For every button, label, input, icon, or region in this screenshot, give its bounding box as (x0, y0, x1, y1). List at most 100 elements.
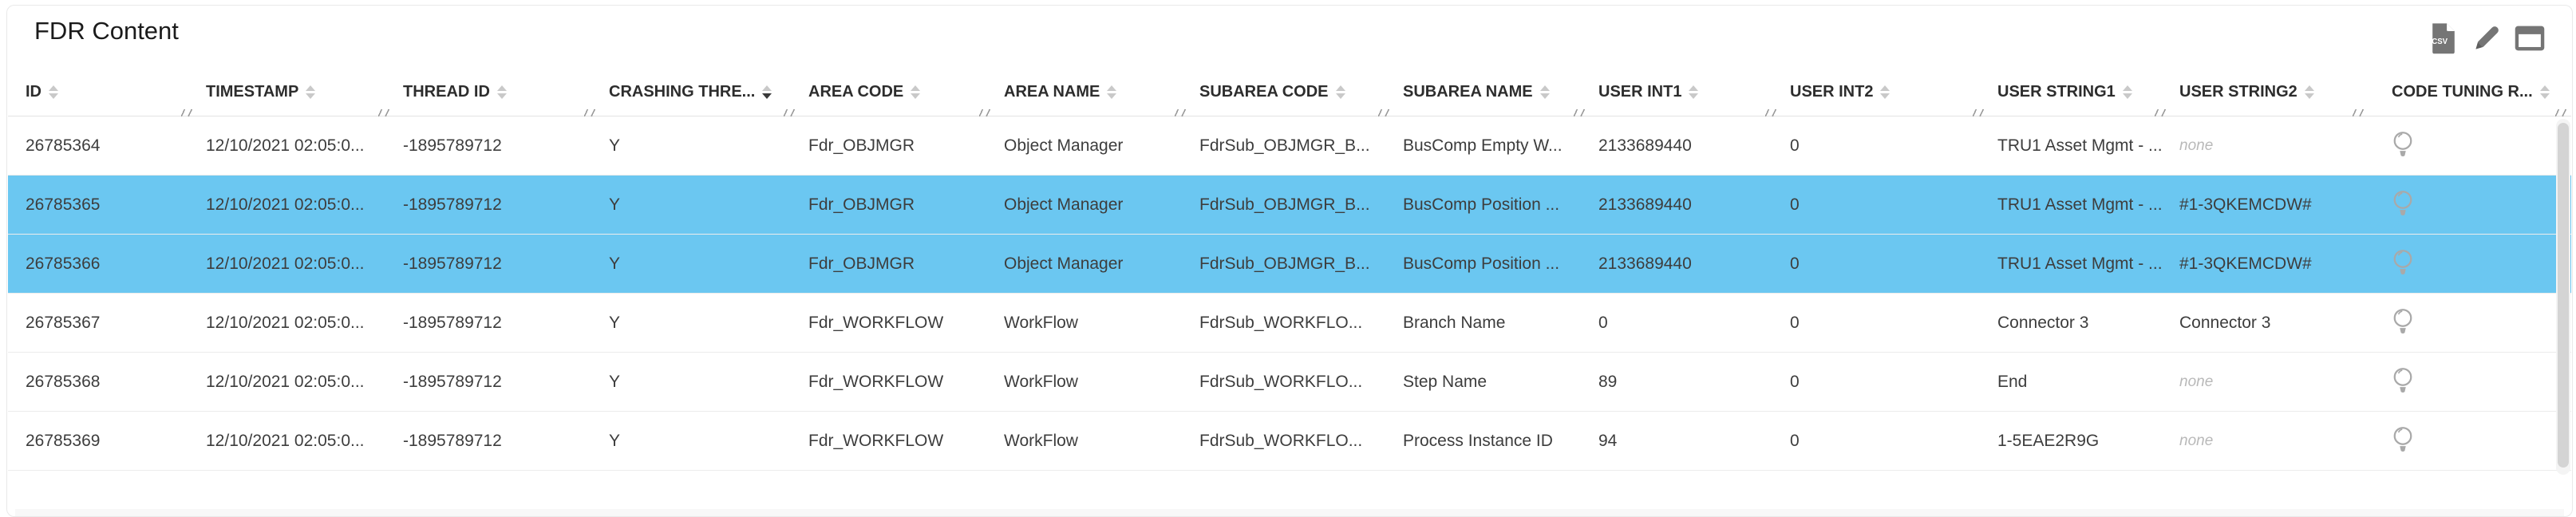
code-tuning-bulb-icon[interactable] (2392, 188, 2414, 222)
fdr-content-panel: FDR Content CSV ID TIMESTAMP THREAD ID (6, 5, 2573, 517)
column-header-user-string2[interactable]: USER STRING2 (2162, 68, 2365, 123)
cell-user-int1: 94 (1598, 431, 1618, 450)
cell-thread-id: -1895789712 (403, 136, 502, 155)
cell-code-tuning (2360, 116, 2562, 175)
cell-area-name: Object Manager (1004, 254, 1124, 273)
cell-user-string2: none (2179, 373, 2214, 390)
sort-icon[interactable] (1880, 85, 1891, 99)
cell-thread-id: -1895789712 (403, 254, 502, 273)
cell-user-string1: Connector 3 (1997, 313, 2089, 332)
cell-timestamp: 12/10/2021 02:05:0... (206, 372, 365, 391)
sort-icon[interactable] (1539, 85, 1550, 99)
column-header-crashing-thread[interactable]: CRASHING THRE... (591, 68, 796, 123)
column-header-label: SUBAREA NAME (1403, 82, 1533, 101)
cell-code-tuning (2360, 176, 2562, 234)
cell-user-int2: 0 (1790, 254, 1800, 273)
column-header-code-tuning[interactable]: CODE TUNING R... (2360, 68, 2567, 123)
open-window-button[interactable] (2515, 23, 2545, 53)
cell-subarea-code: FdrSub_OBJMGR_B... (1199, 254, 1370, 273)
cell-area-name: WorkFlow (1004, 372, 1078, 391)
column-header-area-name[interactable]: AREA NAME (986, 68, 1187, 123)
vertical-scrollbar[interactable] (2556, 119, 2570, 475)
column-header-label: THREAD ID (403, 82, 490, 101)
column-header-label: CODE TUNING R... (2392, 82, 2533, 101)
column-header-id[interactable]: ID (8, 68, 193, 123)
column-header-user-string1[interactable]: USER STRING1 (1980, 68, 2167, 123)
cell-subarea-code: FdrSub_WORKFLO... (1199, 313, 1363, 332)
cell-subarea-code: FdrSub_WORKFLO... (1199, 372, 1363, 391)
cell-user-string2: Connector 3 (2179, 313, 2271, 332)
cell-id: 26785365 (26, 195, 101, 214)
column-header-label: USER INT2 (1790, 82, 1874, 101)
sort-icon[interactable] (911, 85, 921, 99)
cell-user-int1: 89 (1598, 372, 1618, 391)
cell-area-code: Fdr_OBJMGR (808, 254, 915, 273)
cell-subarea-name: Branch Name (1403, 313, 1506, 332)
cell-user-int1: 2133689440 (1598, 136, 1692, 155)
cell-area-name: Object Manager (1004, 195, 1124, 214)
cell-area-name: WorkFlow (1004, 313, 1078, 332)
svg-text:CSV: CSV (2432, 37, 2448, 46)
code-tuning-bulb-icon[interactable] (2392, 365, 2414, 399)
sort-icon[interactable] (49, 85, 58, 99)
code-tuning-bulb-icon[interactable] (2392, 129, 2414, 163)
next-row-peek (15, 509, 2564, 516)
cell-subarea-name: BusComp Position ... (1403, 254, 1560, 273)
cell-crashing-thread: Y (609, 136, 621, 155)
sort-icon[interactable] (306, 85, 316, 99)
export-csv-button[interactable]: CSV (2428, 23, 2459, 54)
cell-code-tuning (2360, 235, 2562, 293)
column-header-label: CRASHING THRE... (609, 82, 756, 101)
cell-user-string1: TRU1 Asset Mgmt - ... (1997, 254, 2162, 273)
cell-user-string1: TRU1 Asset Mgmt - ... (1997, 136, 2162, 155)
column-header-user-int2[interactable]: USER INT2 (1772, 68, 1985, 123)
column-header-subarea-code[interactable]: SUBAREA CODE (1182, 68, 1390, 123)
vertical-scrollbar-thumb[interactable] (2558, 123, 2569, 468)
cell-thread-id: -1895789712 (403, 431, 502, 450)
column-header-timestamp[interactable]: TIMESTAMP (188, 68, 390, 123)
sort-icon[interactable] (1689, 85, 1699, 99)
sort-icon[interactable] (2122, 85, 2132, 99)
column-header-label: USER INT1 (1598, 82, 1682, 101)
table-row[interactable]: 26785365 12/10/2021 02:05:0... -1895789712… (8, 176, 2571, 235)
cell-thread-id: -1895789712 (403, 313, 502, 332)
cell-thread-id: -1895789712 (403, 195, 502, 214)
cell-subarea-code: FdrSub_OBJMGR_B... (1199, 195, 1370, 214)
cell-subarea-name: BusComp Empty W... (1403, 136, 1563, 155)
cell-code-tuning (2360, 412, 2562, 470)
cell-crashing-thread: Y (609, 195, 621, 214)
cell-user-string2: #1-3QKEMCDW# (2179, 195, 2312, 214)
cell-id: 26785366 (26, 254, 101, 273)
cell-crashing-thread: Y (609, 313, 621, 332)
cell-user-string2: #1-3QKEMCDW# (2179, 254, 2312, 273)
column-header-subarea-name[interactable]: SUBAREA NAME (1385, 68, 1586, 123)
sort-icon[interactable] (1107, 85, 1117, 99)
code-tuning-bulb-icon[interactable] (2392, 247, 2414, 281)
edit-button[interactable] (2471, 23, 2502, 53)
pencil-icon (2475, 26, 2499, 49)
cell-user-int1: 2133689440 (1598, 195, 1692, 214)
sort-icon[interactable] (2304, 85, 2314, 99)
column-header-area-code[interactable]: AREA CODE (791, 68, 991, 123)
cell-user-string2: none (2179, 432, 2214, 449)
cell-timestamp: 12/10/2021 02:05:0... (206, 136, 365, 155)
sort-icon[interactable] (1335, 85, 1345, 99)
cell-subarea-name: BusComp Position ... (1403, 195, 1560, 214)
column-header-user-int1[interactable]: USER INT1 (1581, 68, 1777, 123)
sort-icon[interactable] (2539, 85, 2550, 99)
cell-crashing-thread: Y (609, 254, 621, 273)
code-tuning-bulb-icon[interactable] (2392, 306, 2414, 340)
code-tuning-bulb-icon[interactable] (2392, 424, 2414, 458)
sort-icon[interactable] (496, 85, 507, 99)
cell-user-int2: 0 (1790, 136, 1800, 155)
cell-user-string2: none (2179, 136, 2214, 154)
cell-timestamp: 12/10/2021 02:05:0... (206, 195, 365, 214)
column-header-thread-id[interactable]: THREAD ID (385, 68, 596, 123)
sort-icon[interactable] (762, 85, 772, 99)
